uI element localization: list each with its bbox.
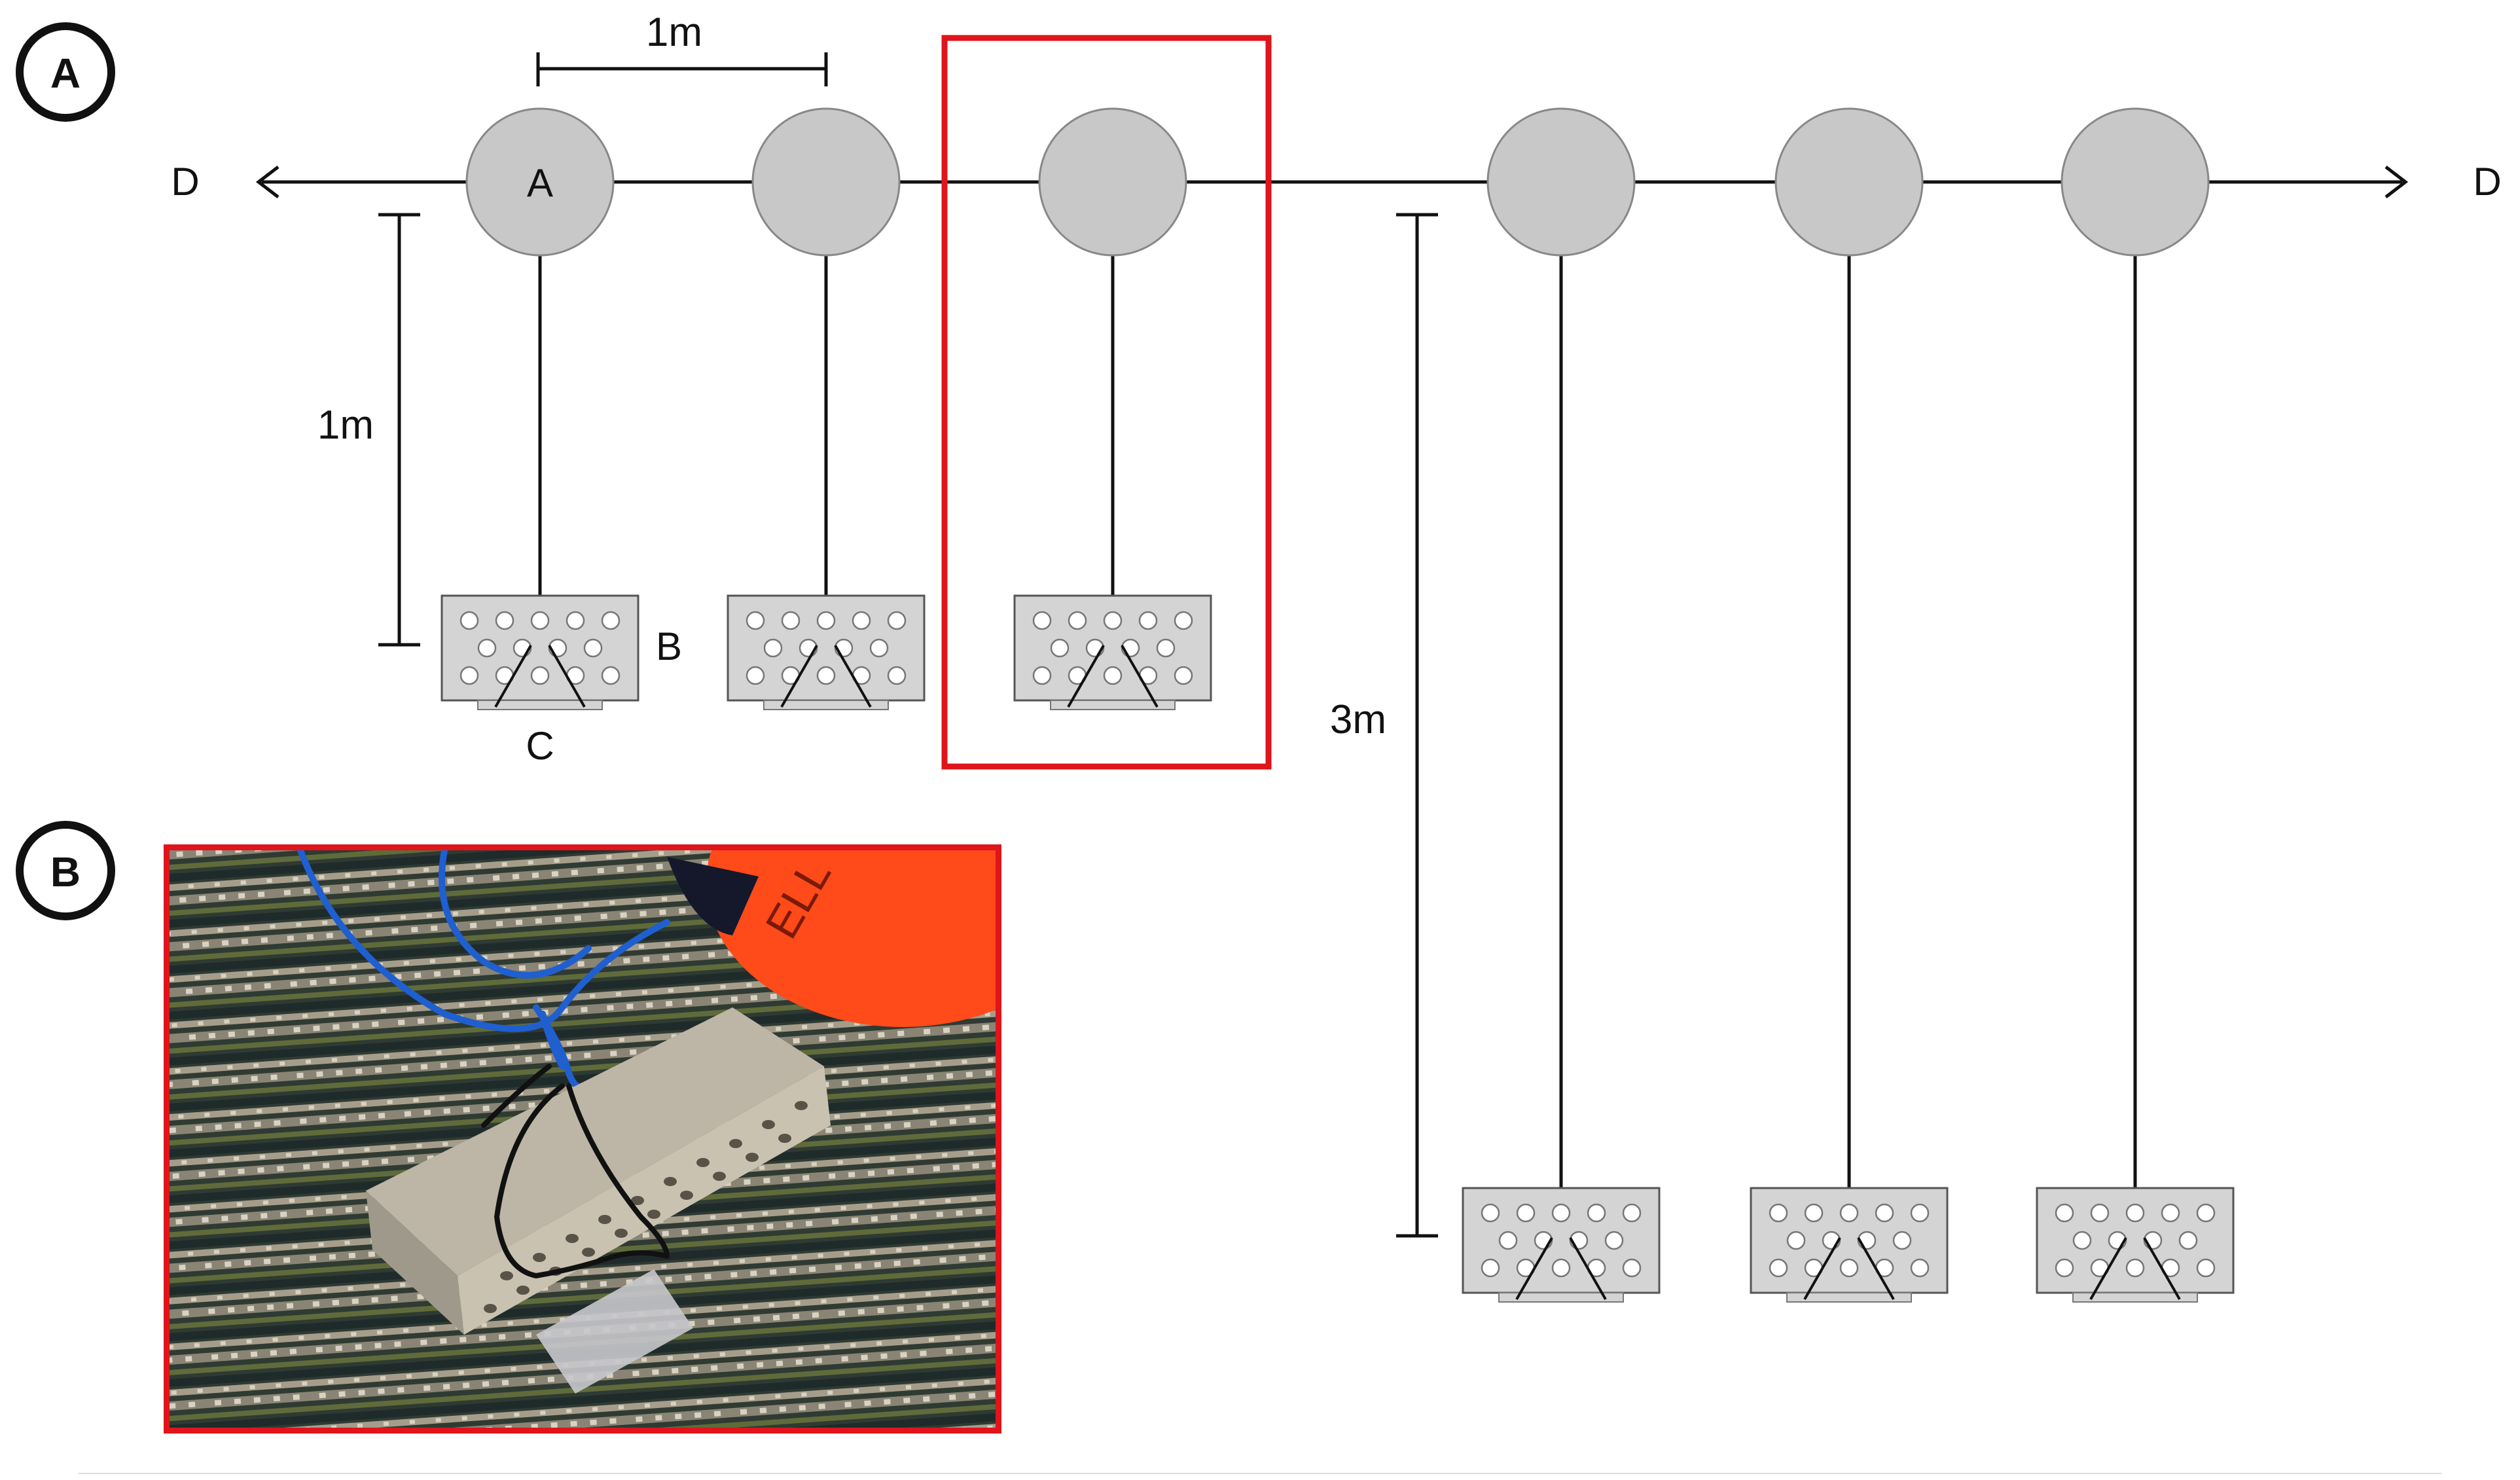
panel-a-letter: A bbox=[50, 50, 81, 97]
buoy bbox=[465, 107, 615, 257]
spacing-label: 1m bbox=[646, 10, 702, 55]
mooring-5 bbox=[1750, 107, 1949, 1303]
spacing-bracket bbox=[536, 52, 828, 86]
buoy bbox=[1038, 107, 1187, 257]
buoy bbox=[751, 107, 901, 257]
brick-label: B bbox=[656, 624, 682, 668]
brick bbox=[1750, 1187, 1949, 1303]
panel-a-badge: A bbox=[16, 22, 115, 122]
arrow-left-icon bbox=[255, 166, 279, 198]
panel-b-badge: B bbox=[16, 821, 115, 920]
brick bbox=[727, 594, 926, 711]
buoy bbox=[1774, 107, 1924, 257]
highlight-box bbox=[941, 35, 1272, 770]
mooring-4 bbox=[1462, 107, 1661, 1303]
photo-cable-ties bbox=[481, 1064, 670, 1278]
depth-label-long: 3m bbox=[1330, 697, 1386, 742]
mooring-1 bbox=[441, 107, 639, 711]
panel-b-photo: ELL bbox=[164, 844, 1001, 1434]
mooring-6 bbox=[2036, 107, 2235, 1303]
depth-bracket-short bbox=[378, 213, 420, 647]
depth-bracket-long bbox=[1396, 213, 1438, 1238]
brick bbox=[1462, 1187, 1661, 1303]
brick bbox=[1013, 594, 1212, 711]
footer-divider bbox=[79, 1473, 2441, 1474]
depth-label-short: 1m bbox=[317, 403, 374, 448]
brick bbox=[2036, 1187, 2235, 1303]
photo-buoy: ELL bbox=[667, 850, 996, 1027]
direction-label-right: D bbox=[2473, 160, 2501, 204]
mooring-3 bbox=[1013, 107, 1212, 711]
direction-label-left: D bbox=[171, 160, 199, 204]
mooring-2 bbox=[727, 107, 926, 711]
brick bbox=[441, 594, 639, 711]
panel-b-letter: B bbox=[50, 848, 81, 895]
main-line bbox=[255, 166, 2409, 198]
buoy bbox=[2061, 107, 2210, 257]
buoy bbox=[1486, 107, 1636, 257]
photo-brick bbox=[366, 1007, 831, 1394]
tile-label: C bbox=[526, 724, 554, 768]
arrow-right-icon bbox=[2385, 166, 2409, 198]
buoy-label: A bbox=[527, 161, 553, 205]
